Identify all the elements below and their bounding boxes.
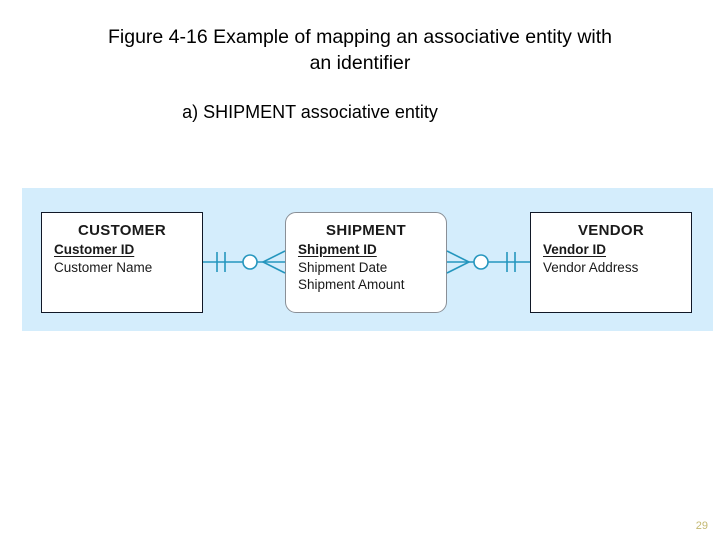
entity-title-customer: CUSTOMER bbox=[78, 222, 166, 239]
attribute-list-vendor: Vendor ID Vendor Address bbox=[531, 241, 691, 276]
relationship-shipment-vendor[interactable] bbox=[446, 236, 530, 288]
attribute-shipment-date: Shipment Date bbox=[298, 259, 388, 275]
attribute-shipment-amount: Shipment Amount bbox=[298, 277, 405, 292]
page-title-line-1: Figure 4-16 Example of mapping an associ… bbox=[107, 26, 612, 48]
attribute-list-shipment: Shipment ID Shipment Date Shipment Amoun… bbox=[286, 241, 446, 294]
optional-circle-icon bbox=[473, 254, 489, 270]
entity-title-shipment: SHIPMENT bbox=[326, 222, 406, 239]
page-title-line-2: an identifier bbox=[309, 52, 411, 74]
entity-title-vendor: VENDOR bbox=[578, 222, 644, 239]
entity-box-vendor[interactable]: VENDOR Vendor ID Vendor Address bbox=[530, 212, 692, 313]
crowsfoot-icon bbox=[446, 250, 471, 274]
attribute-list-customer: Customer ID Customer Name bbox=[42, 241, 202, 276]
er-diagram-panel: CUSTOMER Customer ID Customer Name SHIPM… bbox=[22, 188, 713, 331]
optional-circle-icon bbox=[242, 254, 258, 270]
attribute-vendor-id: Vendor ID bbox=[543, 242, 607, 257]
page-number: 29 bbox=[695, 520, 708, 532]
attribute-customer-id: Customer ID bbox=[54, 242, 135, 257]
crowsfoot-icon bbox=[261, 250, 286, 274]
attribute-vendor-address: Vendor Address bbox=[543, 259, 639, 275]
sub-caption: a) SHIPMENT associative entity bbox=[182, 102, 438, 122]
entity-box-shipment[interactable]: SHIPMENT Shipment ID Shipment Date Shipm… bbox=[285, 212, 447, 313]
attribute-shipment-id: Shipment ID bbox=[298, 242, 377, 257]
attribute-customer-name: Customer Name bbox=[54, 259, 153, 275]
entity-box-customer[interactable]: CUSTOMER Customer ID Customer Name bbox=[41, 212, 203, 313]
relationship-customer-shipment[interactable] bbox=[203, 236, 286, 288]
page-title: Figure 4-16 Example of mapping an associ… bbox=[60, 24, 660, 76]
